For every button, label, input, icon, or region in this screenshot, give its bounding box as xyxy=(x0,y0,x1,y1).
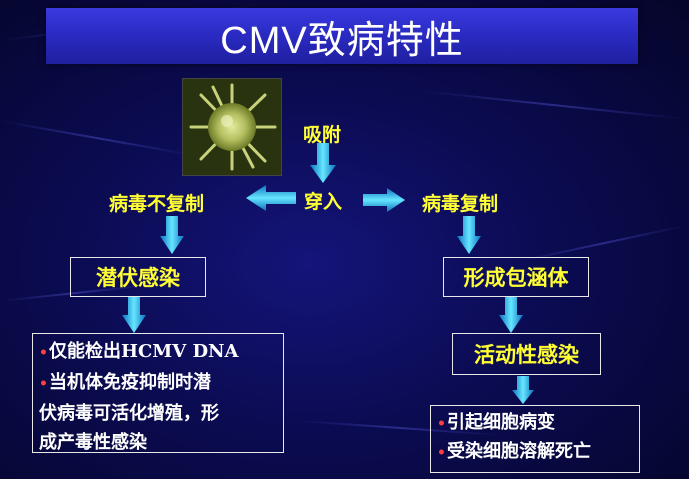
down-arrow-icon xyxy=(310,143,336,183)
down-arrow-icon xyxy=(457,216,481,254)
latent-note-item: 成产毒性感染 xyxy=(39,432,147,453)
latent-notes-box: •仅能检出HCMV DNA •当机体免疫抑制时潜 伏病毒可活化增殖，形 成产毒性… xyxy=(32,333,284,453)
title-bar: CMV致病特性 xyxy=(46,8,638,64)
down-arrow-icon xyxy=(499,297,523,333)
right-arrow-icon xyxy=(363,188,405,212)
latent-note-item: 伏病毒可活化增殖，形 xyxy=(39,403,219,424)
no-replication-label: 病毒不复制 xyxy=(109,193,205,215)
inclusion-body-box: 形成包涵体 xyxy=(443,257,589,297)
replication-label: 病毒复制 xyxy=(422,193,499,215)
active-note-item: •引起细胞病变 xyxy=(437,412,555,433)
latent-note-item: •当机体免疫抑制时潜 xyxy=(39,372,211,393)
bullet-icon: • xyxy=(39,345,48,361)
adsorption-label: 吸附 xyxy=(303,124,342,146)
active-note-item: •受染细胞溶解死亡 xyxy=(437,441,591,462)
down-arrow-icon xyxy=(160,216,184,254)
background-streak xyxy=(0,120,198,157)
slide-title: CMV致病特性 xyxy=(220,19,464,62)
latent-infection-label: 潜伏感染 xyxy=(96,265,180,290)
bullet-icon: • xyxy=(39,376,48,392)
left-arrow-icon xyxy=(246,185,296,211)
latent-note-item: •仅能检出HCMV DNA xyxy=(39,341,239,362)
bullet-icon: • xyxy=(437,445,446,461)
bullet-icon: • xyxy=(437,416,446,432)
active-infection-box: 活动性感染 xyxy=(452,333,601,375)
latent-infection-box: 潜伏感染 xyxy=(70,257,206,297)
active-infection-label: 活动性感染 xyxy=(474,342,579,367)
down-arrow-icon xyxy=(512,376,534,404)
active-notes-box: •引起细胞病变 •受染细胞溶解死亡 xyxy=(430,405,640,473)
penetration-label: 穿入 xyxy=(304,191,343,213)
down-arrow-icon xyxy=(122,297,146,333)
background-streak xyxy=(419,90,688,121)
virus-image xyxy=(182,78,282,176)
inclusion-body-label: 形成包涵体 xyxy=(463,265,569,290)
